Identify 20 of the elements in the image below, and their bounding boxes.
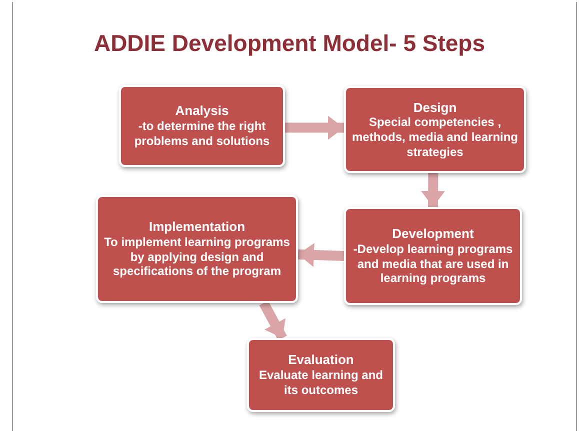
step-heading: Evaluation	[288, 352, 354, 368]
step-heading: Development	[392, 226, 474, 242]
step-description: Special competencies , methods, media and learning strategies	[350, 115, 520, 160]
step-heading: Design	[413, 100, 457, 116]
block-arrow	[421, 172, 446, 208]
step-box	[344, 207, 522, 305]
step-description: -to determine the right problems and solutions	[133, 119, 271, 149]
step-box	[119, 85, 285, 167]
title: ADDIE Development Model- 5 Steps	[92, 30, 486, 57]
step-box	[247, 338, 395, 412]
block-arrow	[284, 116, 344, 140]
step-box	[96, 195, 298, 303]
block-arrow	[298, 242, 344, 267]
step-box	[344, 86, 526, 173]
step-description: To implement learning programs by applying design and specifications of the program	[103, 234, 291, 279]
step-heading: Implementation	[148, 219, 246, 235]
step-description: -Develop learning programs and media that are used in learning programs	[352, 242, 514, 286]
step-heading: Analysis	[175, 103, 229, 120]
block-arrow	[259, 300, 287, 340]
step-description: Evaluate learning and its outcomes	[258, 368, 384, 398]
